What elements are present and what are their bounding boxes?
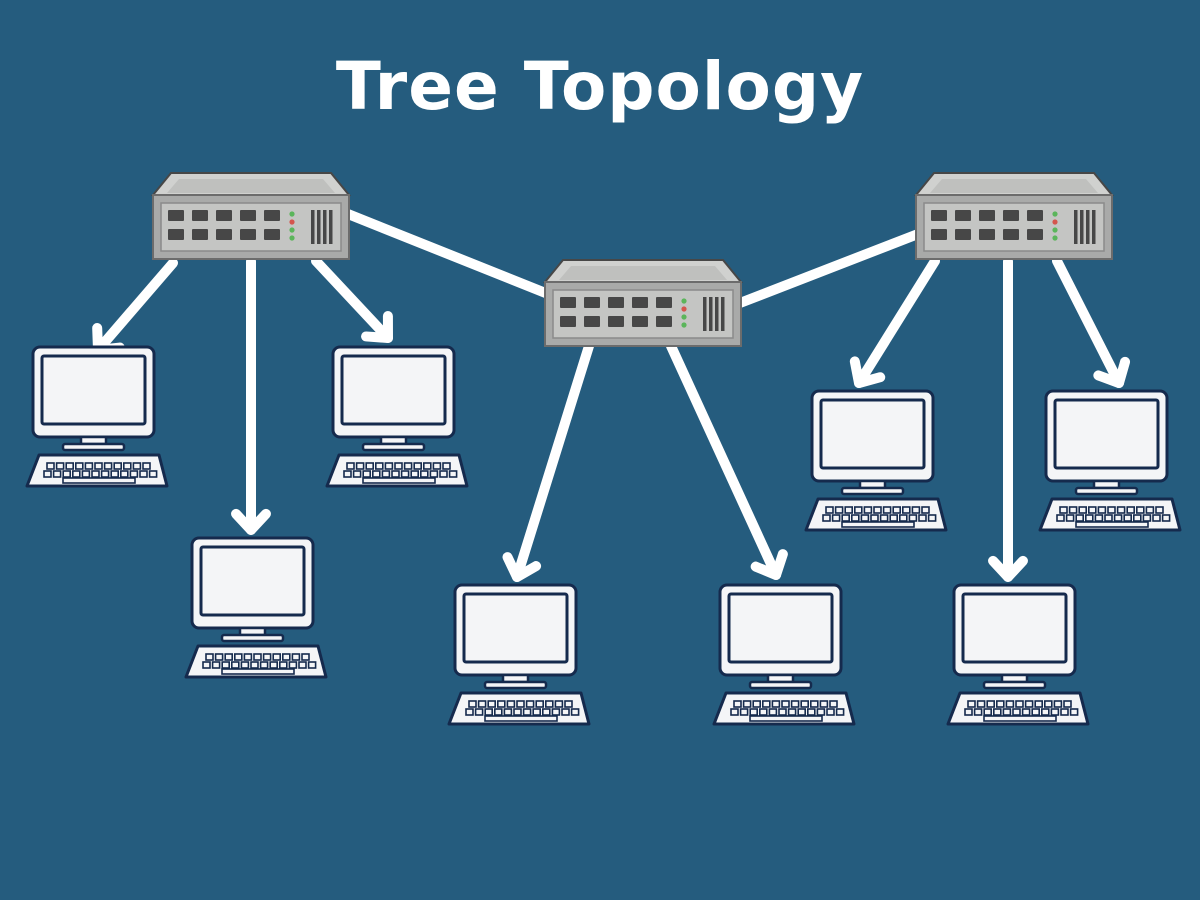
link-switch-center-to-pc-4 (502, 341, 594, 582)
switch-left-icon (150, 172, 352, 260)
arrowhead-icon (361, 311, 393, 343)
switch-center-icon (542, 259, 744, 347)
link-switch-left-to-pc-3 (311, 256, 393, 343)
arrowhead-icon (231, 508, 271, 535)
pc-4-icon (447, 583, 591, 726)
switch-right-icon (913, 172, 1115, 260)
pc-8-icon (1038, 389, 1182, 532)
link-switch-left-to-pc-1 (92, 258, 178, 355)
arrowhead-icon (1093, 356, 1131, 388)
pc-5-icon (712, 583, 856, 726)
arrowhead-icon (502, 552, 542, 582)
pc-7-icon (946, 583, 1090, 726)
pc-6-icon (804, 389, 948, 532)
link-switch-right-to-pc-8 (1052, 256, 1131, 388)
link-switch-right-to-pc-6 (849, 256, 940, 388)
links (92, 209, 1131, 582)
arrowhead-icon (849, 356, 886, 388)
pc-2-icon (184, 536, 328, 679)
pc-3-icon (325, 345, 469, 488)
arrowhead-icon (988, 555, 1028, 582)
link-switch-left-to-pc-2 (231, 256, 271, 535)
arrowhead-icon (750, 549, 788, 580)
link-switch-left-to-switch-center (343, 209, 553, 299)
link-switch-center-to-switch-right (735, 229, 923, 308)
pc-1-icon (25, 345, 169, 488)
link-switch-right-to-pc-7 (988, 256, 1028, 582)
link-switch-center-to-pc-5 (666, 341, 788, 580)
diagram-title: Tree Topology (335, 48, 865, 125)
